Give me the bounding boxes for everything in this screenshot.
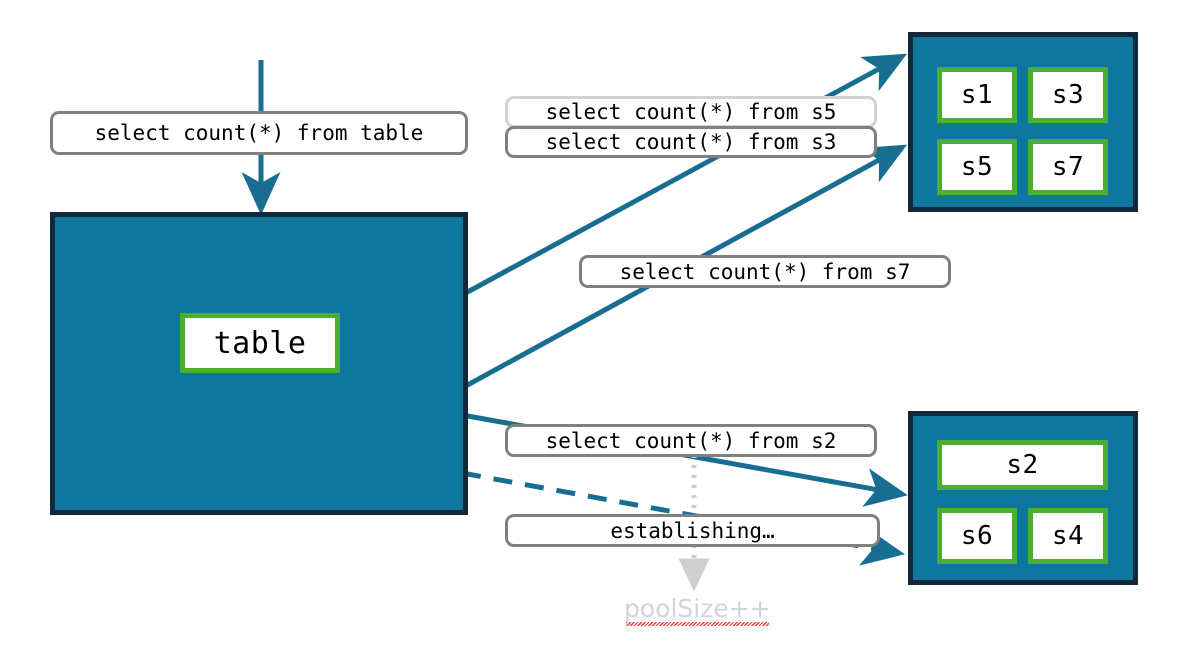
- query-chip-label: select count(*) from s7: [619, 259, 911, 284]
- server-node-s2[interactable]: s2: [937, 440, 1108, 490]
- server-node-s4[interactable]: s4: [1028, 508, 1108, 564]
- status-chip-establishing[interactable]: establishing…: [505, 514, 880, 547]
- server-node-label: s1: [960, 80, 994, 110]
- server-node-label: s6: [960, 521, 994, 551]
- server-node-label: s3: [1051, 80, 1085, 110]
- spellcheck-underline: [626, 622, 769, 626]
- poolsize-annotation: poolSize++: [624, 594, 771, 626]
- table-node[interactable]: table: [180, 313, 340, 373]
- server-node-label: s5: [960, 152, 994, 182]
- query-chip-s5[interactable]: select count(*) from s5: [505, 96, 877, 128]
- server-node-label: s2: [1006, 450, 1039, 480]
- query-chip-label: select count(*) from table: [94, 121, 424, 145]
- server-node-s3[interactable]: s3: [1028, 67, 1108, 123]
- server-node-s7[interactable]: s7: [1028, 139, 1108, 195]
- query-chip-label: select count(*) from s3: [545, 130, 837, 154]
- poolsize-annotation-label: poolSize++: [624, 594, 771, 623]
- table-node-label: table: [213, 325, 307, 361]
- query-chip-s7[interactable]: select count(*) from s7: [579, 255, 951, 288]
- status-chip-label: establishing…: [610, 518, 775, 543]
- query-chip-s3[interactable]: select count(*) from s3: [505, 126, 877, 158]
- database-panel: [50, 212, 468, 515]
- server-node-s1[interactable]: s1: [937, 67, 1017, 123]
- server-node-label: s4: [1051, 521, 1085, 551]
- query-chip-table[interactable]: select count(*) from table: [50, 111, 468, 155]
- query-chip-label: select count(*) from s2: [545, 428, 837, 453]
- server-node-label: s7: [1051, 152, 1085, 182]
- server-node-s5[interactable]: s5: [937, 139, 1017, 195]
- query-chip-label: select count(*) from s5: [545, 100, 837, 124]
- query-chip-s2[interactable]: select count(*) from s2: [505, 424, 877, 457]
- server-node-s6[interactable]: s6: [937, 508, 1017, 564]
